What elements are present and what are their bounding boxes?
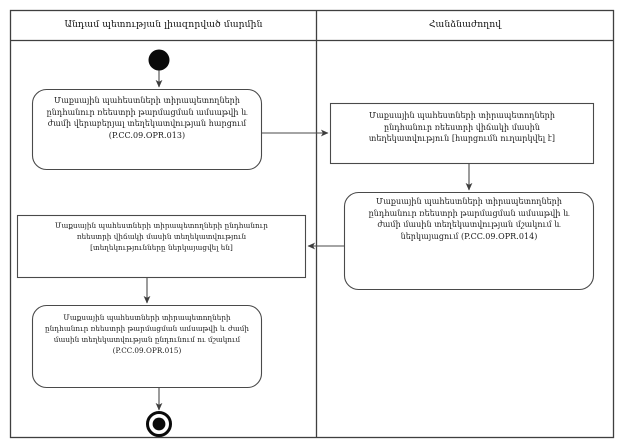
start-node-shape [148, 49, 170, 71]
activity-opr-014-shape [343, 191, 595, 291]
object-registry-info-request-sent-shape [329, 102, 595, 165]
object-registry-info-provided[interactable] [17, 215, 307, 279]
lane-title-commission: Հանձնաժողով [428, 19, 502, 30]
object-registry-info-provided-shape [16, 214, 307, 279]
activity-opr-013[interactable] [32, 89, 263, 171]
activity-opr-014[interactable] [344, 192, 595, 291]
activity-opr-013-shape [31, 88, 263, 171]
lane-title-member-state: Անդամ պետության լիազորված մարմին [64, 19, 263, 30]
start-node[interactable] [147, 48, 171, 72]
end-node-inner-dot [152, 417, 166, 431]
activity-opr-015[interactable] [32, 305, 263, 389]
activity-opr-015-shape [31, 304, 263, 389]
object-registry-info-request-sent[interactable] [330, 103, 595, 165]
end-node[interactable] [146, 411, 172, 437]
